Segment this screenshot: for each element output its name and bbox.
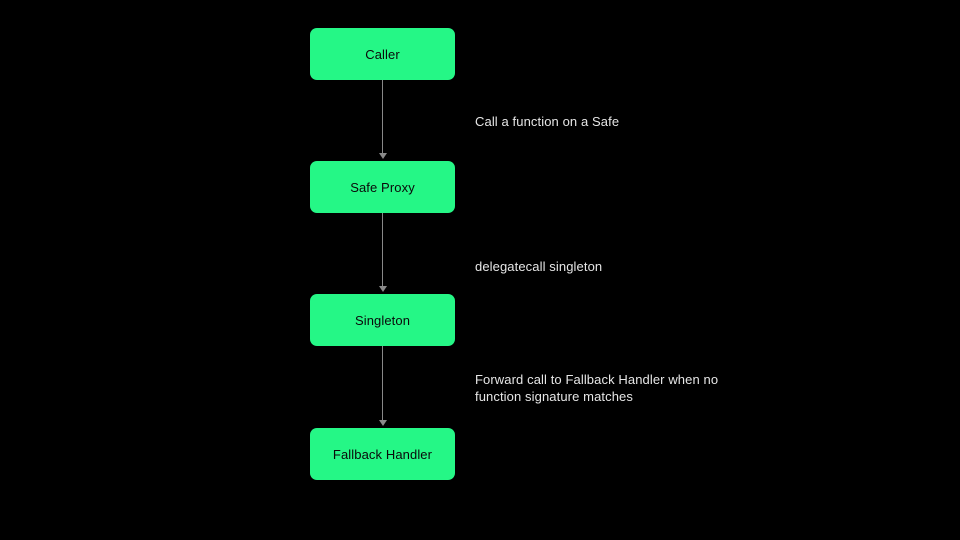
- node-safe-proxy-label: Safe Proxy: [350, 179, 415, 195]
- edge-connector-caller-to-safe-proxy: [382, 80, 383, 154]
- node-fallback-handler-label: Fallback Handler: [332, 446, 433, 462]
- arrowhead-icon-singleton-to-fallback-handler: [379, 420, 387, 426]
- node-singleton[interactable]: Singleton: [310, 294, 455, 346]
- node-caller-label: Caller: [365, 46, 400, 62]
- edge-connector-safe-proxy-to-singleton: [382, 213, 383, 287]
- node-fallback-handler[interactable]: Fallback Handler: [310, 428, 455, 480]
- arrowhead-icon-safe-proxy-to-singleton: [379, 286, 387, 292]
- edge-label-singleton-to-fallback-handler: Forward call to Fallback Handler when no…: [475, 372, 719, 405]
- node-safe-proxy[interactable]: Safe Proxy: [310, 161, 455, 213]
- edge-label-caller-to-safe-proxy: Call a function on a Safe: [475, 114, 620, 129]
- edge-connector-singleton-to-fallback-handler: [382, 346, 383, 421]
- node-singleton-label: Singleton: [354, 312, 411, 328]
- arrowhead-icon-caller-to-safe-proxy: [379, 153, 387, 159]
- node-caller[interactable]: Caller: [310, 28, 455, 80]
- edge-label-safe-proxy-to-singleton: delegatecall singleton: [475, 259, 603, 274]
